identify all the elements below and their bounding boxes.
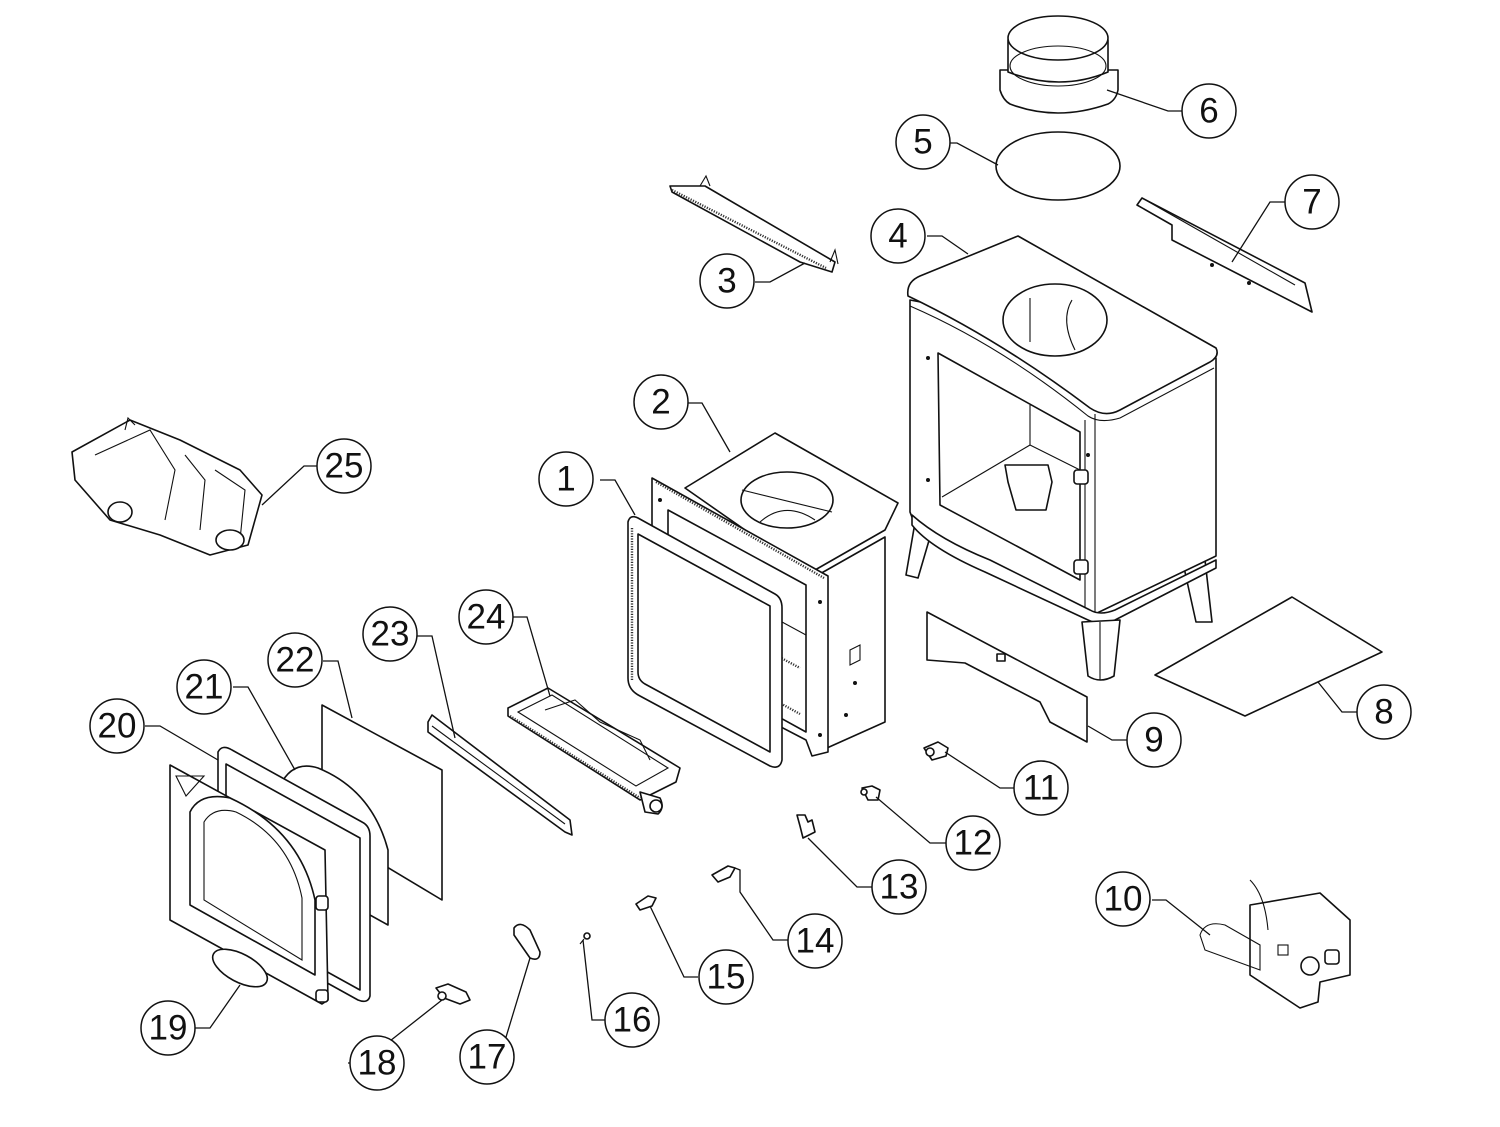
leader-10 xyxy=(1152,899,1211,936)
leader-3 xyxy=(755,262,806,283)
callout-9-label: 9 xyxy=(1144,721,1163,760)
part-fitting xyxy=(923,741,949,761)
callout-19-label: 19 xyxy=(149,1009,188,1048)
part-base-plate xyxy=(1154,596,1383,717)
part-clip xyxy=(796,814,816,839)
part-door-frame-seal xyxy=(627,515,783,768)
part-flue-gasket xyxy=(995,131,1121,201)
callout-22: 22 xyxy=(267,632,323,688)
leader-22 xyxy=(323,660,353,719)
callout-1: 1 xyxy=(538,451,594,507)
callout-20: 20 xyxy=(89,698,145,754)
callout-13-label: 13 xyxy=(880,868,919,907)
leader-2 xyxy=(688,402,731,453)
leader-16 xyxy=(582,939,606,1021)
part-stove-body xyxy=(905,235,1218,681)
callout-16-label: 16 xyxy=(613,1001,652,1040)
callout-12-label: 12 xyxy=(954,824,993,863)
callout-13: 13 xyxy=(871,859,927,915)
callout-21-label: 21 xyxy=(185,668,224,707)
callout-25: 25 xyxy=(316,438,372,494)
part-handle xyxy=(513,923,541,960)
callout-19: 19 xyxy=(140,1000,196,1056)
leader-8 xyxy=(1317,681,1357,713)
callout-17-label: 17 xyxy=(468,1038,507,1077)
callout-8-label: 8 xyxy=(1374,693,1393,732)
callout-20-label: 20 xyxy=(98,707,137,746)
callout-11-label: 11 xyxy=(1023,769,1059,808)
callout-1-label: 1 xyxy=(556,460,575,499)
leader-4 xyxy=(927,235,969,255)
callout-7-label: 7 xyxy=(1302,183,1321,222)
callout-9: 9 xyxy=(1126,712,1182,768)
part-bracket xyxy=(669,174,839,273)
part-flue-collar xyxy=(999,15,1119,114)
callout-5: 5 xyxy=(895,114,951,170)
part-electrode xyxy=(711,865,736,883)
callout-18: 18 xyxy=(349,1035,405,1091)
leader-14 xyxy=(734,867,788,941)
callout-22-label: 22 xyxy=(276,641,315,680)
part-front-panel xyxy=(926,611,1088,743)
callout-15: 15 xyxy=(698,949,754,1005)
leader-11 xyxy=(944,751,1014,789)
callout-8: 8 xyxy=(1356,684,1412,740)
leader-24 xyxy=(512,616,551,697)
callout-15-label: 15 xyxy=(707,958,746,997)
callout-24-label: 24 xyxy=(467,598,506,637)
callout-4-label: 4 xyxy=(888,217,907,256)
callout-7: 7 xyxy=(1284,174,1340,230)
callout-18-label: 18 xyxy=(358,1044,397,1083)
callout-10: 10 xyxy=(1095,871,1151,927)
callout-24: 24 xyxy=(458,589,514,645)
callout-6: 6 xyxy=(1181,83,1237,139)
part-gas-valve xyxy=(1199,879,1351,1009)
leader-1 xyxy=(600,479,636,516)
part-injector xyxy=(635,895,657,911)
leader-15 xyxy=(649,905,698,978)
callout-3: 3 xyxy=(699,253,755,309)
callout-16: 16 xyxy=(604,992,660,1048)
callout-17: 17 xyxy=(459,1029,515,1085)
callout-11: 11 xyxy=(1013,760,1069,816)
leader-25 xyxy=(261,465,318,506)
part-log-set xyxy=(71,416,263,556)
leader-19 xyxy=(195,984,241,1029)
part-latch xyxy=(435,983,471,1005)
callout-23-label: 23 xyxy=(371,615,410,654)
part-connector xyxy=(860,785,881,801)
leader-7 xyxy=(1231,201,1285,263)
leader-21 xyxy=(233,686,296,771)
callout-14-label: 14 xyxy=(796,922,835,961)
callout-3-label: 3 xyxy=(717,262,736,301)
leader-13 xyxy=(807,837,872,888)
leader-20 xyxy=(145,725,219,761)
part-rear-bracket xyxy=(1136,197,1313,313)
callout-12: 12 xyxy=(945,815,1001,871)
leader-12 xyxy=(875,796,946,844)
leader-6 xyxy=(1106,89,1182,112)
leader-9 xyxy=(1087,725,1127,741)
callout-10-label: 10 xyxy=(1104,880,1143,919)
callout-6-label: 6 xyxy=(1199,92,1218,131)
callout-25-label: 25 xyxy=(325,447,364,486)
callout-23: 23 xyxy=(362,606,418,662)
part-front-door xyxy=(169,764,329,1005)
callout-4: 4 xyxy=(870,208,926,264)
callout-21: 21 xyxy=(176,659,232,715)
callout-14: 14 xyxy=(787,913,843,969)
part-screw xyxy=(579,932,591,945)
callout-5-label: 5 xyxy=(913,123,932,162)
callout-2-label: 2 xyxy=(651,383,670,422)
part-burner-rail xyxy=(427,714,573,836)
callout-2: 2 xyxy=(633,374,689,430)
leader-23 xyxy=(417,635,456,739)
